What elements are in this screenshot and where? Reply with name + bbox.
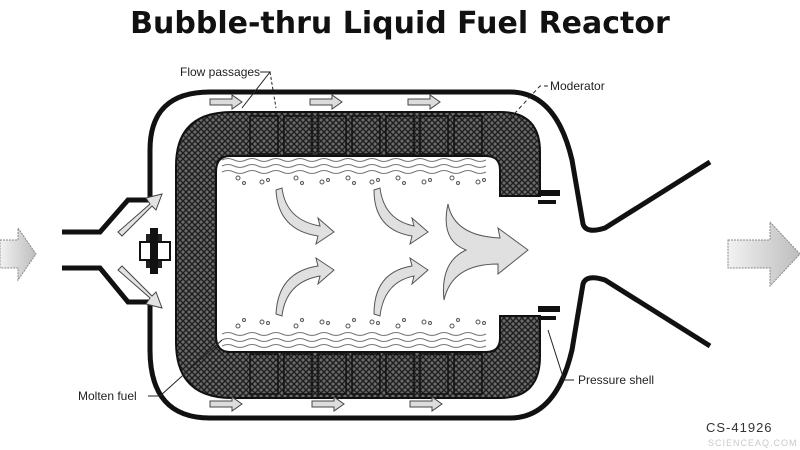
bubble	[235, 175, 241, 181]
flow-passage-column-top	[317, 115, 347, 155]
flow-passage-column-bottom	[453, 353, 483, 395]
bubble	[428, 178, 432, 182]
diagram-title: Bubble-thru Liquid Fuel Reactor	[130, 6, 670, 41]
bubble	[376, 321, 380, 325]
bubble	[259, 319, 265, 325]
passage-flow-arrow	[209, 396, 243, 412]
bubble	[421, 179, 427, 185]
bubble	[369, 319, 375, 325]
passage-flow-arrow	[311, 396, 345, 412]
bubble	[352, 181, 356, 185]
flow-passage-column-top	[419, 115, 449, 155]
inlet-diverter-arrows	[117, 193, 163, 309]
bubble	[482, 178, 486, 182]
flow-passage-column-bottom	[317, 353, 347, 395]
flow-passages-top	[209, 94, 483, 155]
flow-passage-column-top	[385, 115, 415, 155]
molten-fuel-layer-bottom	[221, 332, 487, 348]
bubble	[266, 321, 270, 325]
bubble	[319, 179, 325, 185]
bubble	[300, 181, 304, 185]
bubble	[326, 321, 330, 325]
label-pressure-shell: Pressure shell	[578, 373, 654, 387]
bubble	[319, 319, 325, 325]
inlet-pipe	[62, 197, 150, 305]
passage-flow-arrow	[209, 94, 243, 110]
bubble	[475, 319, 481, 325]
bubble	[402, 318, 406, 322]
flow-passage-column-bottom	[249, 353, 279, 395]
label-moderator: Moderator	[550, 79, 605, 93]
fuel-bubbles	[235, 175, 486, 329]
bubble	[402, 181, 406, 185]
bubble	[259, 179, 265, 185]
label-flow-passages: Flow passages	[180, 65, 260, 79]
bubble	[266, 178, 270, 182]
bubble	[456, 181, 460, 185]
bubble	[421, 319, 427, 325]
bubble	[326, 178, 330, 182]
inlet-plug	[139, 228, 171, 274]
flow-passage-column-top	[249, 115, 279, 155]
label-molten-fuel: Molten fuel	[78, 389, 137, 403]
inlet-flow-arrow	[0, 226, 37, 282]
bubble	[456, 318, 460, 322]
flow-passages-bottom	[209, 353, 483, 412]
bubble	[369, 179, 375, 185]
leader-lines	[148, 71, 574, 397]
bubble	[242, 318, 246, 322]
outlet-flow-arrow	[727, 220, 800, 288]
moderator-block	[175, 111, 541, 399]
bubble	[293, 175, 299, 181]
bubble	[235, 323, 241, 329]
molten-fuel-layer-top	[221, 158, 487, 174]
bubble	[376, 178, 380, 182]
bubble	[428, 321, 432, 325]
flow-passage-column-top	[351, 115, 381, 155]
flow-passage-column-bottom	[385, 353, 415, 395]
bubble	[345, 323, 351, 329]
figure-code: CS-41926	[706, 420, 773, 435]
bubble	[352, 318, 356, 322]
watermark: SCIENCEAQ.COM	[708, 438, 798, 448]
flow-passage-column-bottom	[283, 353, 313, 395]
bubble	[395, 323, 401, 329]
nozzle-inserts	[538, 190, 560, 320]
bubble	[300, 318, 304, 322]
flow-passage-column-top	[453, 115, 483, 155]
bubble	[475, 179, 481, 185]
flow-passage-column-bottom	[419, 353, 449, 395]
passage-flow-arrow	[407, 94, 441, 110]
bubble	[242, 181, 246, 185]
passage-flow-arrow	[309, 94, 343, 110]
flow-passage-column-bottom	[351, 353, 381, 395]
core-flow-arrows	[275, 187, 529, 317]
bubble	[449, 175, 455, 181]
bubble	[345, 175, 351, 181]
bubble	[395, 175, 401, 181]
bubble	[482, 321, 486, 325]
bubble	[293, 323, 299, 329]
passage-flow-arrow	[409, 396, 443, 412]
bubble	[449, 323, 455, 329]
flow-passage-column-top	[283, 115, 313, 155]
